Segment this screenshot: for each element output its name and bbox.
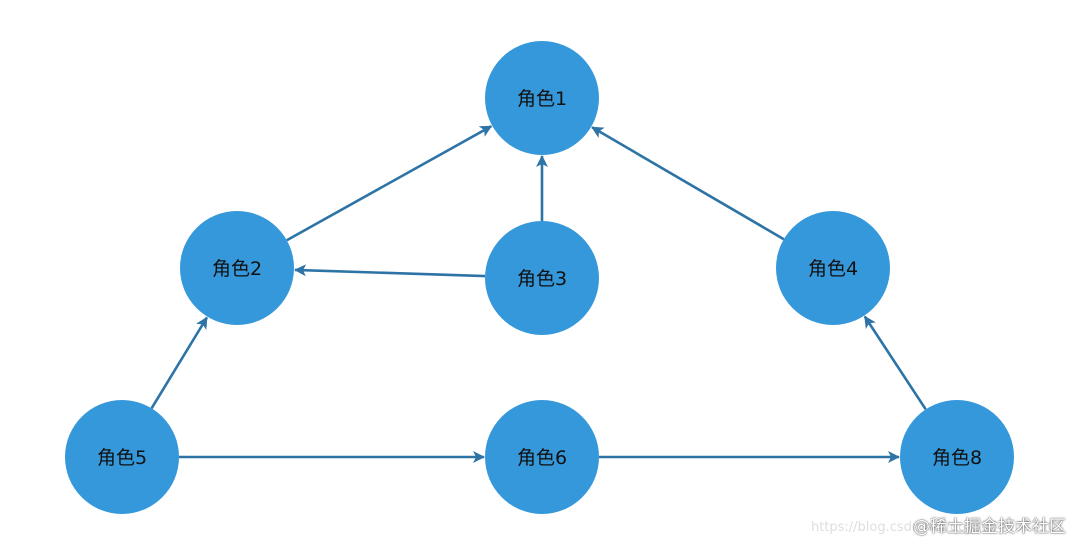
edges-layer bbox=[150, 125, 927, 463]
node-circle bbox=[485, 221, 599, 335]
node-n2: 角色2 bbox=[180, 211, 294, 325]
node-label: 角色4 bbox=[808, 258, 858, 280]
node-label: 角色1 bbox=[517, 88, 567, 110]
node-circle bbox=[65, 400, 179, 514]
edge-n5-to-n2 bbox=[150, 316, 209, 409]
juejin-watermark: @稀土掘金技术社区 bbox=[913, 517, 1066, 537]
edge-n4-to-n1 bbox=[591, 126, 785, 241]
node-label: 角色5 bbox=[97, 447, 147, 469]
node-n4: 角色4 bbox=[776, 211, 890, 325]
node-n1: 角色1 bbox=[485, 41, 599, 155]
edge-n2-to-n1 bbox=[286, 125, 493, 242]
node-n5: 角色5 bbox=[65, 400, 179, 514]
node-n3: 角色3 bbox=[485, 221, 599, 335]
node-label: 角色3 bbox=[517, 268, 567, 290]
edge-n3-to-n2 bbox=[294, 264, 486, 278]
source-url-watermark: https://blog.csdn.net/qq_39549682501 bbox=[810, 520, 1064, 535]
node-circle bbox=[900, 400, 1014, 514]
edge-n8-to-n4 bbox=[863, 315, 927, 411]
nodes-layer: 角色1 角色2 角色3 角色4 角色5 角色6 角色8 bbox=[65, 41, 1014, 514]
node-label: 角色6 bbox=[517, 447, 567, 469]
node-label: 角色8 bbox=[932, 447, 982, 469]
node-circle bbox=[485, 400, 599, 514]
node-n6: 角色6 bbox=[485, 400, 599, 514]
node-circle bbox=[180, 211, 294, 325]
node-circle bbox=[776, 211, 890, 325]
node-circle bbox=[485, 41, 599, 155]
node-label: 角色2 bbox=[212, 258, 262, 280]
node-n8: 角色8 bbox=[900, 400, 1014, 514]
